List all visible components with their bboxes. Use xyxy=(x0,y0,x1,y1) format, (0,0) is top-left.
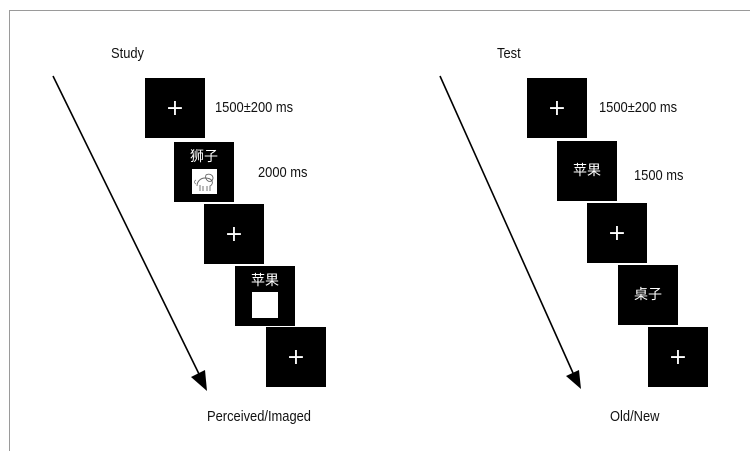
test-time-arrow-icon xyxy=(439,75,581,389)
frame-left-border xyxy=(9,10,10,451)
fixation-cross: + xyxy=(224,221,244,247)
blank-imagery-frame xyxy=(252,292,278,318)
study-fixation-screen-2: + xyxy=(204,204,264,264)
study-fixation-screen-1: + xyxy=(145,78,205,138)
test-fixation-screen-3: + xyxy=(648,327,708,387)
study-timing-stimulus: 2000 ms xyxy=(258,164,308,181)
study-title: Study xyxy=(111,45,144,62)
study-response-label: Perceived/Imaged xyxy=(207,408,311,425)
fixation-cross: + xyxy=(547,95,567,121)
lion-drawing-icon xyxy=(192,169,217,194)
fixation-cross: + xyxy=(668,344,688,370)
test-title: Test xyxy=(497,45,521,62)
fixation-cross: + xyxy=(165,95,185,121)
study-fixation-screen-3: + xyxy=(266,327,326,387)
test-word-screen-2: 桌子 xyxy=(618,265,678,325)
frame-top-border xyxy=(9,10,750,11)
test-response-label: Old/New xyxy=(610,408,660,425)
study-timing-fixation: 1500±200 ms xyxy=(215,99,294,116)
fixation-cross: + xyxy=(286,344,306,370)
study-imaged-trial-screen: 苹果 xyxy=(235,266,295,326)
test-word: 桌子 xyxy=(634,287,662,303)
test-word-screen-1: 苹果 xyxy=(557,141,617,201)
perceived-word: 狮子 xyxy=(190,149,218,165)
fixation-cross: + xyxy=(607,220,627,246)
test-timing-fixation: 1500±200 ms xyxy=(599,99,678,116)
imaged-word: 苹果 xyxy=(251,273,279,289)
study-perceived-trial-screen: 狮子 xyxy=(174,142,234,202)
test-timing-stimulus: 1500 ms xyxy=(634,167,684,184)
test-fixation-screen-2: + xyxy=(587,203,647,263)
study-time-arrow-icon xyxy=(52,75,207,391)
test-word: 苹果 xyxy=(573,163,601,179)
test-fixation-screen-1: + xyxy=(527,78,587,138)
